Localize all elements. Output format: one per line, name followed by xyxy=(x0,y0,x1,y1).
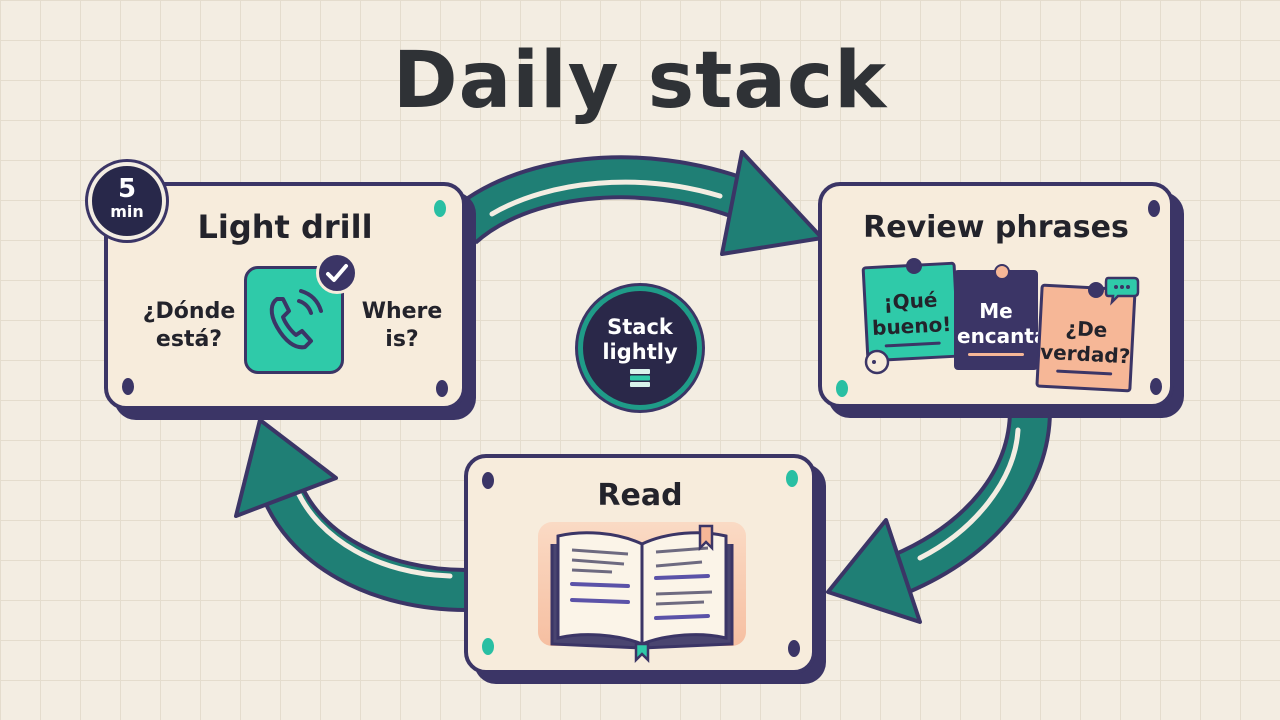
phrase-spanish-line1: ¿Dónde xyxy=(142,299,236,324)
card-rivet xyxy=(836,380,848,397)
card-rivet xyxy=(434,200,446,217)
note-underline xyxy=(884,341,941,348)
card-rivet xyxy=(482,472,494,489)
speech-bubble-icon xyxy=(864,349,890,375)
arrow-drill-to-review xyxy=(447,150,824,256)
phrase-english: Where is? xyxy=(354,298,450,354)
timer-badge: 5 min xyxy=(88,162,166,240)
note-underline xyxy=(1056,369,1113,376)
check-icon xyxy=(316,252,358,294)
center-badge-line2: lightly xyxy=(602,340,678,364)
step-card-review-phrases: Review phrases ¡Qué bueno! Me encanta ¿D… xyxy=(818,182,1174,408)
pushpin-icon xyxy=(994,264,1010,280)
phrase-note-line2: encanta xyxy=(957,324,1048,348)
card-rivet xyxy=(1148,200,1160,217)
step-title-light-drill: Light drill xyxy=(197,208,373,246)
card-rivet xyxy=(482,638,494,655)
card-rivet xyxy=(788,640,800,657)
card-rivet xyxy=(1150,378,1162,395)
phrase-english-line1: Where xyxy=(361,299,443,324)
arrow-review-to-read xyxy=(826,409,1052,624)
phrase-note-line1: Me xyxy=(979,299,1013,323)
chat-bubble-icon xyxy=(1104,276,1140,306)
center-badge: Stack lightly xyxy=(578,286,702,410)
phrase-spanish-line2: está? xyxy=(155,327,223,352)
phrase-note-line1: ¡Qué xyxy=(882,287,938,315)
pushpin-icon xyxy=(906,258,922,274)
phrase-english-line2: is? xyxy=(385,327,419,352)
step-card-read: Read xyxy=(464,454,816,674)
phrase-note-line1: ¿De xyxy=(1064,315,1108,343)
phrase-note-line2: verdad? xyxy=(1039,339,1131,369)
open-book-icon xyxy=(538,522,746,664)
step-card-light-drill: Light drill ¿Dónde está? Where is? xyxy=(104,182,466,410)
note-underline xyxy=(968,353,1024,356)
page-title: Daily stack xyxy=(392,36,888,126)
step-title-read: Read xyxy=(597,478,683,513)
card-rivet xyxy=(122,378,134,395)
phrase-note: Me encanta xyxy=(954,270,1047,370)
step-title-review-phrases: Review phrases xyxy=(863,210,1129,245)
timer-value: 5 xyxy=(117,174,137,204)
card-rivet xyxy=(786,470,798,487)
arrow-read-to-drill xyxy=(234,418,467,612)
stack-layers-icon xyxy=(630,369,650,387)
phrase-note-line2: bueno! xyxy=(871,311,952,341)
card-rivet xyxy=(436,380,448,397)
phrase-spanish: ¿Dónde está? xyxy=(134,298,244,354)
center-badge-line1: Stack xyxy=(607,315,673,339)
timer-unit: min xyxy=(110,202,144,221)
pushpin-icon xyxy=(1088,282,1104,298)
